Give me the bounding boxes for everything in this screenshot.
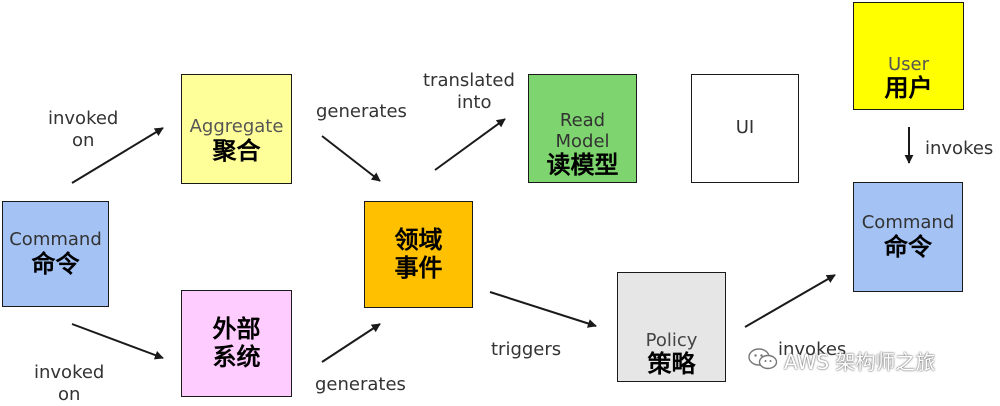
label-invoked-on-top: invoked on	[48, 108, 118, 151]
arrow-command-to-external	[71, 323, 164, 360]
event-zh-line1: 领域	[394, 225, 443, 254]
label-generates-bottom: generates	[315, 374, 406, 395]
label-invoked-on-bottom-line2: on	[57, 383, 81, 405]
policy-zh: 策略	[647, 350, 696, 379]
command-node-right: Command 命令	[853, 182, 963, 292]
label-triggers: triggers	[491, 339, 562, 360]
user-en: User	[887, 53, 930, 75]
label-translated-into-line1: translated	[423, 70, 515, 91]
policy-node: Policy 策略	[617, 272, 726, 382]
arrow-command-to-aggregate	[71, 127, 164, 184]
aggregate-node: Aggregate 聚合	[181, 74, 292, 184]
wechat-icon	[748, 347, 778, 375]
arrow-external-to-event	[321, 323, 381, 363]
ui-en: UI	[735, 117, 755, 139]
arrow-aggregate-to-event	[321, 135, 381, 182]
read-model-zh: 读模型	[546, 151, 619, 180]
command-left-en: Command	[9, 228, 102, 250]
watermark: AWS 架构师之旅	[748, 346, 935, 375]
label-invokes-bottom: invokes	[778, 339, 847, 360]
label-invokes-right: invokes	[925, 138, 994, 159]
label-invoked-on-top-line1: invoked	[48, 108, 119, 129]
policy-en: Policy	[645, 329, 698, 351]
label-translated-into-line2: into	[457, 91, 492, 113]
external-zh-line1: 外部	[212, 314, 261, 343]
aggregate-en: Aggregate	[189, 116, 284, 137]
event-zh-line2: 事件	[394, 253, 443, 282]
external-system-node: 外部 系统	[181, 290, 292, 397]
label-invoked-on-bottom: invoked on	[34, 362, 104, 405]
arrow-policy-to-command	[744, 274, 836, 328]
command-node-left: Command 命令	[2, 201, 109, 307]
arrow-event-to-readmodel	[434, 118, 506, 171]
arrow-event-to-policy	[489, 291, 597, 328]
aggregate-zh: 聚合	[212, 136, 261, 165]
read-model-en-line2: Model	[555, 130, 610, 152]
user-node: User 用户	[853, 2, 964, 110]
user-zh: 用户	[884, 74, 933, 103]
label-translated-into: translated into	[423, 70, 515, 113]
read-model-en-line1: Read	[559, 110, 606, 132]
external-zh-line2: 系统	[212, 342, 261, 371]
label-generates-top: generates	[316, 101, 407, 122]
label-invoked-on-bottom-line1: invoked	[34, 362, 105, 383]
command-right-en: Command	[861, 211, 955, 233]
watermark-text: AWS 架构师之旅	[784, 350, 936, 374]
domain-event-node: 领域 事件	[364, 201, 473, 308]
read-model-node: Read Model 读模型	[528, 74, 637, 183]
ui-node: UI	[691, 74, 799, 183]
command-left-zh: 命令	[31, 249, 80, 278]
label-invoked-on-top-line2: on	[71, 129, 95, 151]
command-right-zh: 命令	[884, 232, 932, 261]
